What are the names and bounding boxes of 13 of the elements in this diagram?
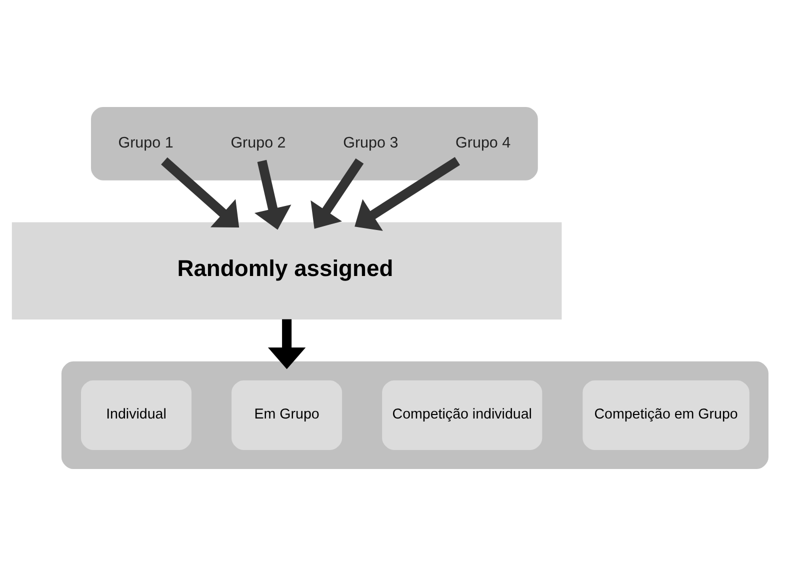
cluster: [91, 106, 538, 180]
node-box: Competição em Grupo: [582, 380, 750, 450]
node-text: Grupo 3: [343, 134, 398, 152]
node-box: Randomly assigned: [12, 222, 562, 320]
node-box: Competição individual: [382, 380, 542, 450]
cluster: [61, 361, 768, 470]
arrow: [268, 319, 306, 370]
node-text: Grupo 4: [456, 134, 511, 152]
node-box: Individual: [80, 380, 192, 450]
node-text: Grupo 2: [230, 134, 286, 152]
arrow: [354, 156, 460, 231]
node-box: Em Grupo: [232, 380, 342, 450]
node-text: Grupo 1: [118, 134, 174, 152]
